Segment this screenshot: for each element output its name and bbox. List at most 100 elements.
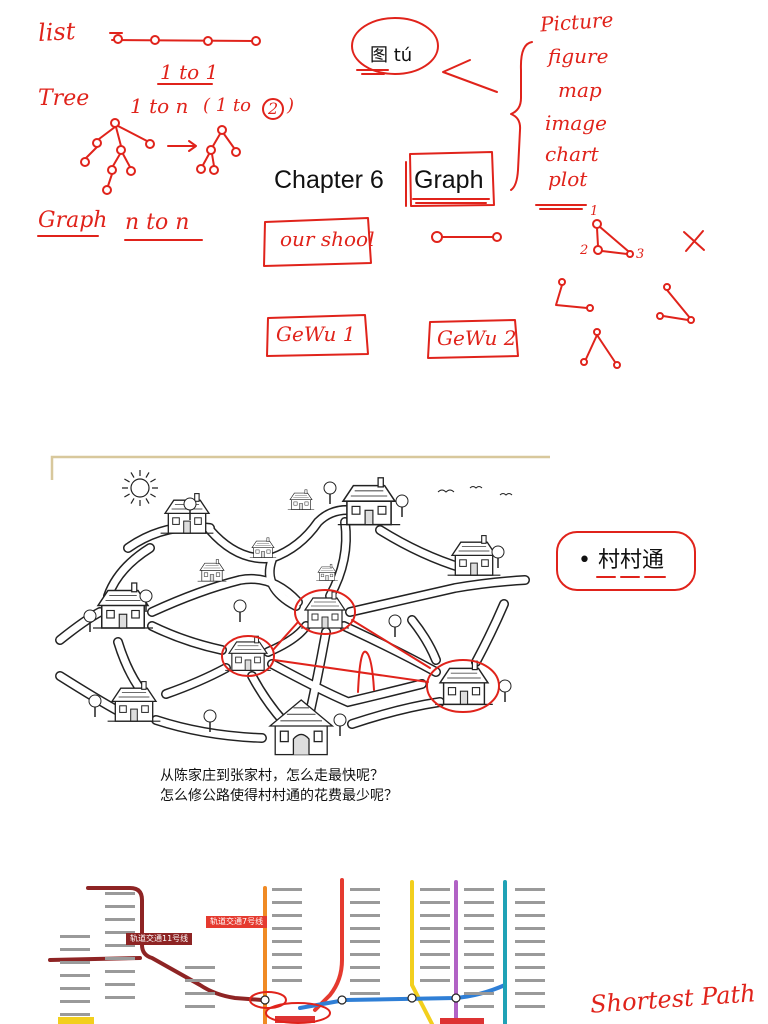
metro-transfer-station [451,993,461,1003]
example-item: GeWu 1 [276,322,356,346]
edge-diagram [431,231,502,243]
tree-node [126,166,136,176]
station-name-glyph [515,1005,545,1008]
small-graph-node [593,328,601,336]
station-name-glyph [60,974,90,977]
metro-label-box [275,1016,315,1023]
small-graph-node [580,358,588,366]
station-name-glyph [350,979,380,982]
station-name-glyph [60,961,90,964]
station-name-glyph [350,914,380,917]
tree-node [110,118,120,128]
station-name-glyph [515,901,545,904]
list-chain-diagram [109,32,261,46]
station-name-glyph [515,914,545,917]
page-title: Graph [414,166,484,194]
metro-line-label: 轨道交通11号线 [126,933,193,945]
metro-highlight-circle [265,1002,331,1024]
house-drawing [249,537,277,558]
list-ratio: 1 to 1 [160,60,219,84]
tree-label: Tree [38,86,90,111]
station-name-glyph [515,927,545,930]
station-name-glyph [464,992,494,995]
station-name-glyph [350,888,380,891]
station-name-glyph [350,927,380,930]
tree-edges [85,125,148,187]
house-drawing [315,563,339,581]
highlight-circle [426,659,500,713]
village-annotations [221,589,500,713]
list-chain-node [150,35,160,45]
example-item: our shool [280,227,375,251]
village-illustration [50,455,550,756]
small-graph-node [656,312,664,320]
example-item: GeWu 2 [437,326,517,350]
station-name-glyph [272,927,302,930]
station-name-glyph [420,888,450,891]
station-name-glyph [515,992,545,995]
tree-node [116,145,126,155]
station-name-glyph [515,940,545,943]
highlight-circle [221,635,275,677]
station-name-glyph [464,1005,494,1008]
metro-line [410,880,434,1024]
metro-highlight-circle [249,991,287,1009]
binary-tree-node [217,125,227,135]
station-name-glyph [272,979,302,982]
station-name-glyph [60,987,90,990]
tree-ratio: 1 to n [130,94,189,118]
station-name-glyph [105,970,135,973]
synonym-item: image [545,111,607,135]
title-underline [412,198,490,204]
small-graph-node [687,316,695,324]
station-name-glyph [185,1005,215,1008]
house-drawing [337,477,401,526]
tree-node [145,139,155,149]
station-name-glyph [60,1013,90,1016]
highlight-circle [294,589,356,635]
house-drawing [300,591,350,629]
metro-line-label: 轨道交通7号线 [206,916,268,928]
station-name-glyph [105,957,135,960]
edge-node [492,232,502,242]
house-drawing [434,660,494,706]
station-name-glyph [185,966,215,969]
station-name-glyph [464,901,494,904]
birds-drawing [437,486,513,496]
list-chain-edge [109,32,259,42]
figure-caption-line: 从陈家庄到张家村，怎么走最快呢？ [160,768,384,784]
house-drawing [92,582,154,629]
metro-transfer-station [407,993,417,1003]
route-line [357,650,375,693]
tree-drawing [88,694,102,718]
triangle-graph-node [592,219,602,229]
station-name-glyph [105,892,135,895]
small-graph-node [558,278,566,286]
metro-line [86,886,264,1002]
synonym-item: plot [548,167,588,191]
metro-map [48,878,545,1024]
station-name-glyph [420,927,450,930]
binary-tree-diagram [196,125,241,175]
metro-transfer-station [260,995,270,1005]
small-graph-edges [555,284,588,309]
station-name-glyph [464,953,494,956]
pinyin-label: 图 tú [370,45,413,66]
station-name-glyph [272,901,302,904]
tree-ratio-alt-open: ( 1 to [203,95,251,116]
station-name-glyph [105,983,135,986]
station-name-glyph [464,979,494,982]
metro-line [313,878,344,1012]
station-name-glyph [464,927,494,930]
station-name-glyph [272,888,302,891]
synonym-item: chart [545,142,599,166]
list-chain-node [203,36,213,46]
synonym-underline [535,204,587,210]
arrow-left-icon [442,59,498,93]
station-name-glyph [350,966,380,969]
arrow-right-icon [167,140,197,152]
binary-tree-node [231,147,241,157]
tree-node [102,185,112,195]
station-name-glyph [272,953,302,956]
